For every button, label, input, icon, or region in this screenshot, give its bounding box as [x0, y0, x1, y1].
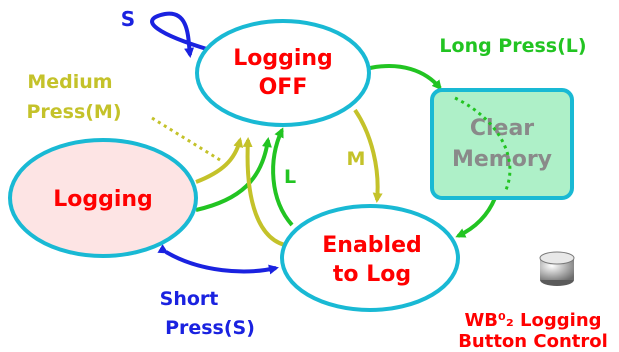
clear-memory-dotted-path: [454, 96, 512, 193]
logging-to-off-green-arrow: [195, 137, 272, 212]
state-logging-off-line1: Logging: [233, 46, 333, 71]
state-logging-label: Logging: [53, 187, 153, 212]
state-logging-off: [195, 19, 371, 127]
label-s-top: S: [121, 7, 135, 31]
short-press-arrow: [157, 244, 279, 275]
label-l: L: [284, 166, 296, 188]
enabled-to-off-olive-arrow: [242, 137, 291, 248]
state-logging-off-line2: OFF: [259, 75, 308, 100]
label-medium-line2: Press(M): [26, 101, 121, 123]
state-enabled-line2: to Log: [333, 262, 411, 287]
caption-line2: Button Control: [458, 331, 608, 352]
caption-line1: WB⁰₂ Logging: [464, 310, 601, 331]
logging-to-off-olive-arrow: [195, 137, 244, 184]
state-logging: [8, 138, 198, 258]
state-enabled-to-log: [280, 204, 460, 312]
push-button-icon: [539, 251, 575, 286]
clear-to-enabled-arrow: [455, 197, 497, 238]
state-clear-line1: Clear: [470, 116, 534, 141]
l-arrow-enabled-to-off: [271, 127, 294, 227]
s-self-loop-arrow: [150, 11, 211, 58]
state-clear-line2: Memory: [452, 147, 552, 172]
label-short-line2: Press(S): [165, 317, 255, 339]
state-enabled-line1: Enabled: [322, 233, 422, 258]
state-clear-memory: [430, 88, 574, 200]
label-long-press: Long Press(L): [439, 35, 586, 57]
label-m: M: [347, 148, 366, 170]
label-medium-line1: Medium: [27, 71, 112, 93]
m-arrow: [353, 108, 383, 203]
label-short-line1: Short: [160, 288, 219, 310]
long-press-arrow: [369, 64, 442, 91]
